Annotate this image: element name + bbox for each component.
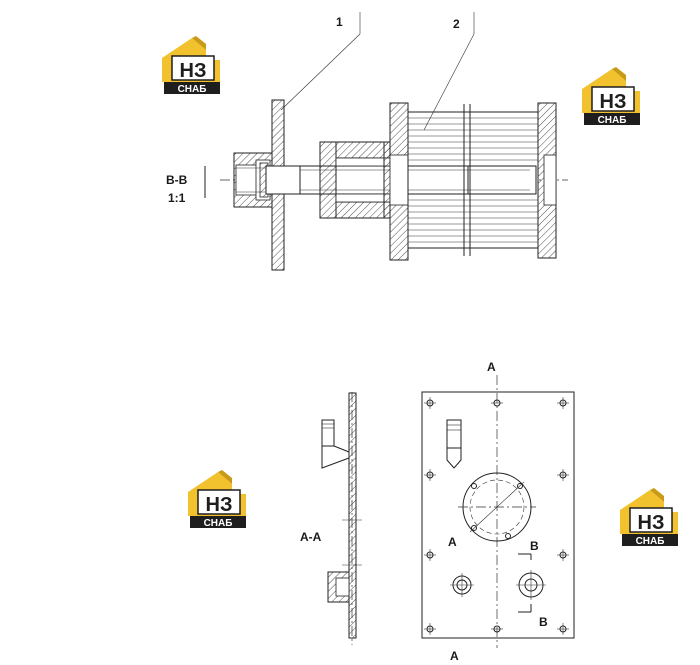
section-bb-scale: 1:1 (168, 191, 186, 205)
cut-label-b-lower: B (539, 615, 548, 629)
brand-logo: НЗ СНАБ (619, 487, 679, 547)
cut-label-a-bottom: A (450, 649, 459, 663)
logo-letters: НЗ (180, 60, 207, 82)
brand-logo: НЗ СНАБ (161, 35, 221, 95)
cut-label-a-inner: A (448, 535, 457, 549)
mounting-hole (424, 623, 436, 635)
logo-letters: НЗ (206, 494, 233, 516)
callout-2: 2 (453, 17, 460, 31)
cut-label-b-upper: B (530, 539, 539, 553)
cut-label-a-top: A (487, 360, 496, 374)
logo-caption: СНАБ (636, 536, 665, 547)
mounting-hole (491, 625, 503, 633)
threaded-boss (450, 573, 474, 597)
logo-caption: СНАБ (178, 84, 207, 95)
brand-logo: НЗ СНАБ (187, 469, 247, 529)
mounting-hole (557, 549, 569, 561)
callout-1: 1 (336, 15, 343, 29)
mounting-hole (557, 469, 569, 481)
section-bb-label: B-B (166, 173, 188, 187)
logo-caption: СНАБ (598, 115, 627, 126)
mounting-hole (424, 549, 436, 561)
mounting-hole (424, 469, 436, 481)
threaded-boss (516, 570, 546, 600)
section-bb-view: 1 2 B-B 1:1 (166, 12, 568, 271)
logo-caption: СНАБ (204, 518, 233, 529)
logo-letters: НЗ (638, 512, 665, 534)
mounting-hole (491, 399, 503, 407)
mounting-hole (557, 397, 569, 409)
mounting-hole (557, 623, 569, 635)
brand-logo: НЗ СНАБ (581, 66, 641, 126)
mounting-hole (424, 397, 436, 409)
plan-view: A A A (421, 360, 575, 663)
section-aa-label: A-A (300, 530, 322, 544)
logo-letters: НЗ (600, 91, 627, 113)
section-aa-view: A-A (300, 392, 362, 645)
